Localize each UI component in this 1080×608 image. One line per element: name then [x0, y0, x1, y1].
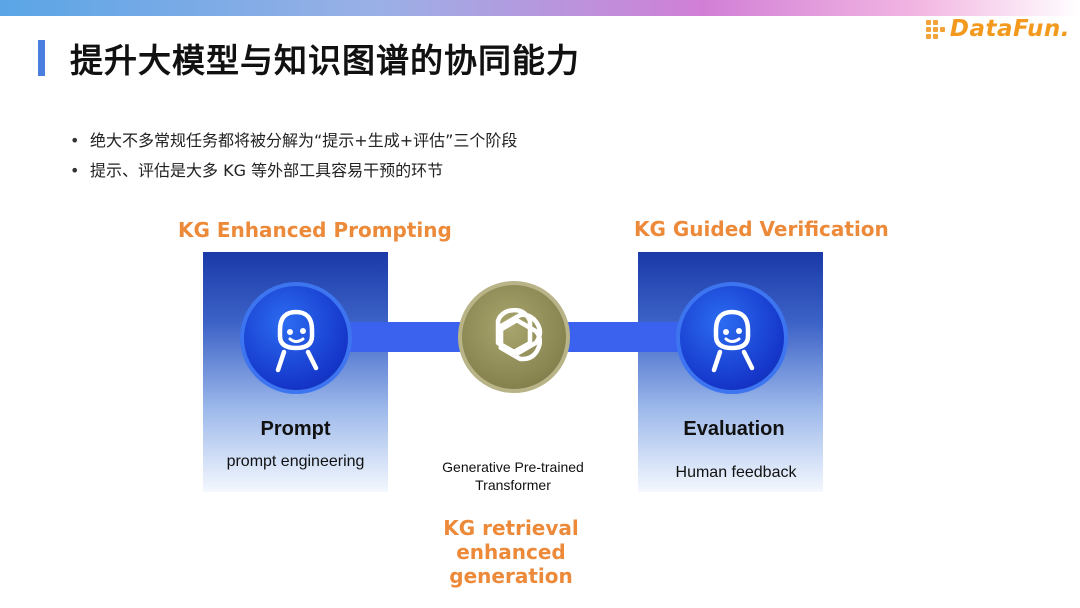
- prompt-person-icon: [240, 282, 352, 394]
- gpt-caption: Generative Pre-trained Transformer: [442, 459, 584, 493]
- datafun-logo: DataFun.: [925, 12, 1070, 46]
- page-title: 提升大模型与知识图谱的协同能力: [70, 41, 580, 80]
- evaluation-subtitle: Human feedback: [675, 464, 797, 481]
- bullet-item: 绝大不多常规任务都将被分解为“提示+生成+评估”三个阶段: [70, 126, 517, 156]
- evaluation-person-icon: [676, 282, 788, 394]
- logo-text: DataFun.: [949, 16, 1070, 42]
- label-kg-retrieval-enhanced-generation: KG retrieval enhanced generation: [443, 516, 579, 588]
- label-kg-guided-verification: KG Guided Verification: [634, 217, 889, 241]
- openai-logo-icon: [458, 281, 570, 393]
- title-accent-bar: [38, 40, 45, 76]
- evaluation-title: Evaluation: [683, 418, 785, 440]
- prompt-subtitle: prompt engineering: [226, 453, 365, 470]
- bullet-item: 提示、评估是大多 KG 等外部工具容易干预的环节: [70, 156, 517, 186]
- bullet-list: 绝大不多常规任务都将被分解为“提示+生成+评估”三个阶段 提示、评估是大多 KG…: [70, 126, 517, 186]
- label-kg-enhanced-prompting: KG Enhanced Prompting: [178, 218, 452, 242]
- logo-dots-icon: [925, 18, 948, 40]
- prompt-title: Prompt: [260, 418, 331, 440]
- top-gradient-bar: [0, 0, 1080, 16]
